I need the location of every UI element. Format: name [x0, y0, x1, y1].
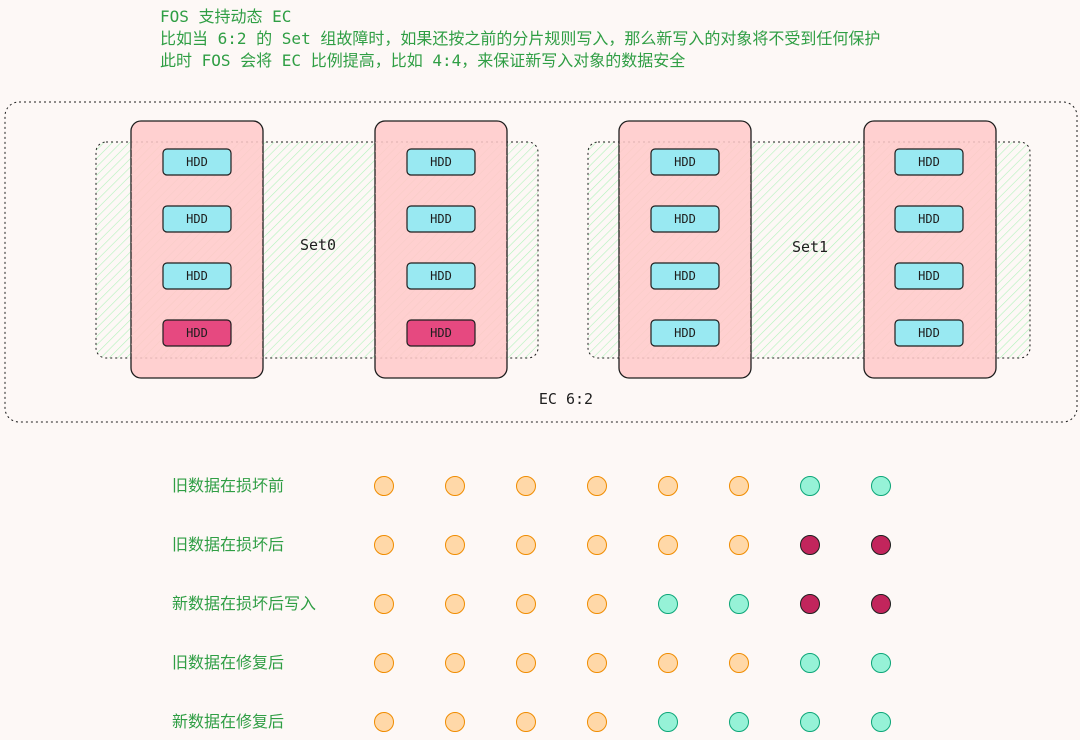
ec-label: EC 6:2 [539, 390, 593, 408]
ec-dot-data [374, 476, 394, 496]
hdd-disk: HDD [650, 148, 720, 176]
ec-dot-data [587, 476, 607, 496]
header-line-1: FOS 支持动态 EC [160, 7, 292, 26]
hdd-disk: HDD [162, 205, 232, 233]
ec-dot-data [587, 653, 607, 673]
hdd-label: HDD [674, 212, 696, 226]
hdd-label: HDD [918, 155, 940, 169]
hdd-disk: HDD [162, 148, 232, 176]
ec-dot-parity [800, 476, 820, 496]
ec-dot-data [587, 594, 607, 614]
ec-dot-lost [800, 535, 820, 555]
hdd-label: HDD [918, 269, 940, 283]
ec-dot-data [729, 476, 749, 496]
set-label-set1: Set1 [792, 238, 828, 256]
hdd-label: HDD [186, 269, 208, 283]
ec-dot-parity [729, 712, 749, 732]
hdd-label: HDD [674, 326, 696, 340]
hdd-disk: HDD [650, 319, 720, 347]
ec-dot-data [658, 476, 678, 496]
hdd-disk: HDD [894, 262, 964, 290]
ec-dot-data [658, 653, 678, 673]
ec-frame [4, 101, 1078, 423]
ec-dot-lost [800, 594, 820, 614]
hdd-disk-failed: HDD [406, 319, 476, 347]
ec-dot-data [729, 535, 749, 555]
ec-dot-data [516, 712, 536, 732]
ec-dot-data [374, 594, 394, 614]
ec-dot-grid [374, 476, 891, 732]
hdd-label: HDD [918, 212, 940, 226]
ec-dot-data [445, 712, 465, 732]
hdd-label: HDD [918, 326, 940, 340]
ec-dot-data [729, 653, 749, 673]
ec-dot-lost [871, 594, 891, 614]
header-line-3: 此时 FOS 会将 EC 比例提高，比如 4:4，来保证新写入对象的数据安全 [160, 51, 686, 70]
ec-dot-lost [871, 535, 891, 555]
ec-dot-data [516, 476, 536, 496]
disk-group: HDD HDD HDD HDD HDD HDD HDD HDD HDD HDD HDD HDD HDD H… [162, 148, 964, 347]
ec-dot-data [516, 535, 536, 555]
ec-dot-data [445, 594, 465, 614]
ec-dot-data [374, 653, 394, 673]
ec-dot-data [445, 653, 465, 673]
ec-dot-parity [871, 712, 891, 732]
hdd-label: HDD [430, 326, 452, 340]
hdd-disk: HDD [650, 262, 720, 290]
hdd-disk: HDD [894, 319, 964, 347]
hdd-disk: HDD [406, 205, 476, 233]
ec-dot-data [658, 535, 678, 555]
ec-dot-parity [729, 594, 749, 614]
ec-dot-parity [800, 712, 820, 732]
hdd-disk: HDD [406, 262, 476, 290]
header-note: FOS 支持动态 EC 比如当 6:2 的 Set 组故障时，如果还按之前的分片… [160, 6, 880, 72]
hdd-disk: HDD [894, 148, 964, 176]
ec-dot-data [516, 594, 536, 614]
hdd-label: HDD [674, 269, 696, 283]
row-label: 旧数据在损坏前 [172, 476, 285, 495]
ec-dot-data [516, 653, 536, 673]
ec-dot-parity [658, 594, 678, 614]
ec-dot-data [587, 535, 607, 555]
hdd-label: HDD [186, 326, 208, 340]
set-label-set0: Set0 [300, 236, 336, 254]
hdd-disk-failed: HDD [162, 319, 232, 347]
hdd-label: HDD [430, 212, 452, 226]
hdd-disk: HDD [406, 148, 476, 176]
ec-dot-parity [871, 653, 891, 673]
hdd-disk: HDD [650, 205, 720, 233]
ec-dot-data [445, 476, 465, 496]
hdd-label: HDD [674, 155, 696, 169]
ec-dot-data [445, 535, 465, 555]
ec-dot-parity [658, 712, 678, 732]
hdd-label: HDD [430, 155, 452, 169]
ec-dot-data [374, 712, 394, 732]
ec-dot-parity [800, 653, 820, 673]
ec-dot-parity [871, 476, 891, 496]
row-label: 旧数据在修复后 [172, 653, 285, 672]
row-label: 旧数据在损坏后 [172, 535, 285, 554]
hdd-label: HDD [186, 155, 208, 169]
hdd-disk: HDD [894, 205, 964, 233]
ec-dot-data [587, 712, 607, 732]
hdd-label: HDD [430, 269, 452, 283]
row-label: 新数据在损坏后写入 [172, 594, 317, 613]
row-label: 新数据在修复后 [172, 712, 285, 731]
hdd-label: HDD [186, 212, 208, 226]
hdd-disk: HDD [162, 262, 232, 290]
ec-dot-data [374, 535, 394, 555]
header-line-2: 比如当 6:2 的 Set 组故障时，如果还按之前的分片规则写入，那么新写入的对… [160, 29, 881, 48]
